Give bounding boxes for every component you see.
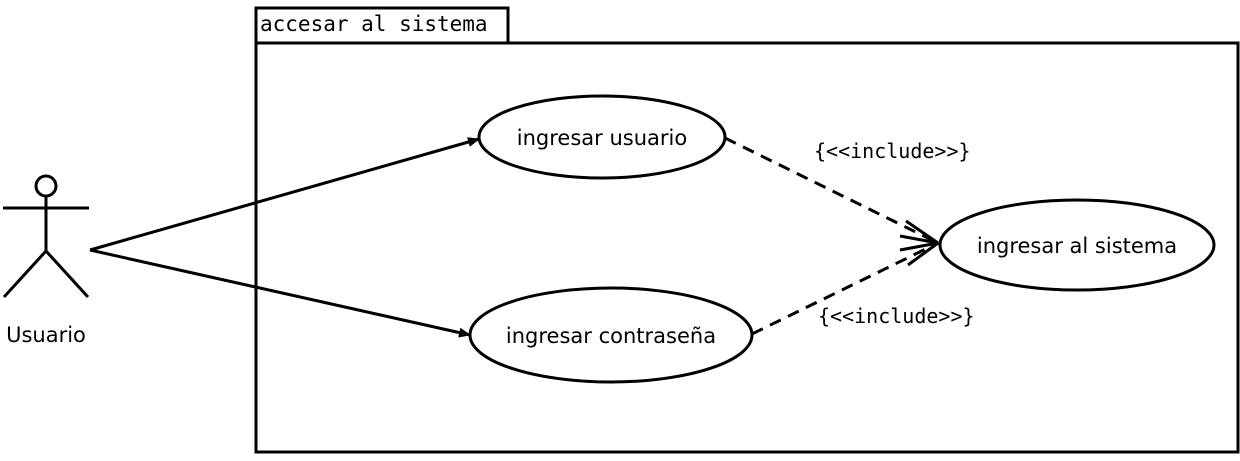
package[interactable]: accesar al sistema bbox=[254, 6, 1240, 454]
include-label-bottom: {<<include>>} bbox=[818, 304, 975, 328]
use-case-ellipse bbox=[938, 198, 1216, 292]
actor-left-leg bbox=[2, 249, 48, 299]
actor-usuario[interactable]: Usuario bbox=[2, 174, 90, 347]
use-case-ingresar-al-sistema[interactable]: ingresar al sistema bbox=[938, 198, 1216, 292]
association-to-ingresar-usuario[interactable] bbox=[89, 137, 480, 252]
package-title: accesar al sistema bbox=[260, 12, 488, 36]
association-to-ingresar-contrasena[interactable] bbox=[89, 248, 471, 338]
use-case-ingresar-usuario[interactable]: ingresar usuario bbox=[477, 94, 727, 180]
include-label-top: {<<include>>} bbox=[814, 139, 971, 163]
dependency-line bbox=[751, 241, 939, 336]
actor-label: Usuario bbox=[6, 323, 86, 347]
open-arrowhead bbox=[899, 241, 939, 267]
use-case-ingresar-contrasena[interactable]: ingresar contraseña bbox=[468, 286, 754, 384]
use-case-ellipse bbox=[477, 94, 727, 180]
actor-right-leg bbox=[44, 249, 90, 299]
use-case-label: ingresar contraseña bbox=[506, 324, 716, 348]
actor-head bbox=[34, 174, 58, 198]
use-case-label: ingresar al sistema bbox=[977, 234, 1177, 258]
package-body bbox=[254, 41, 1240, 454]
use-case-label: ingresar usuario bbox=[517, 126, 687, 150]
include-dependency-bottom[interactable] bbox=[751, 241, 939, 336]
use-case-ellipse bbox=[468, 286, 754, 384]
open-arrowhead bbox=[899, 219, 939, 245]
